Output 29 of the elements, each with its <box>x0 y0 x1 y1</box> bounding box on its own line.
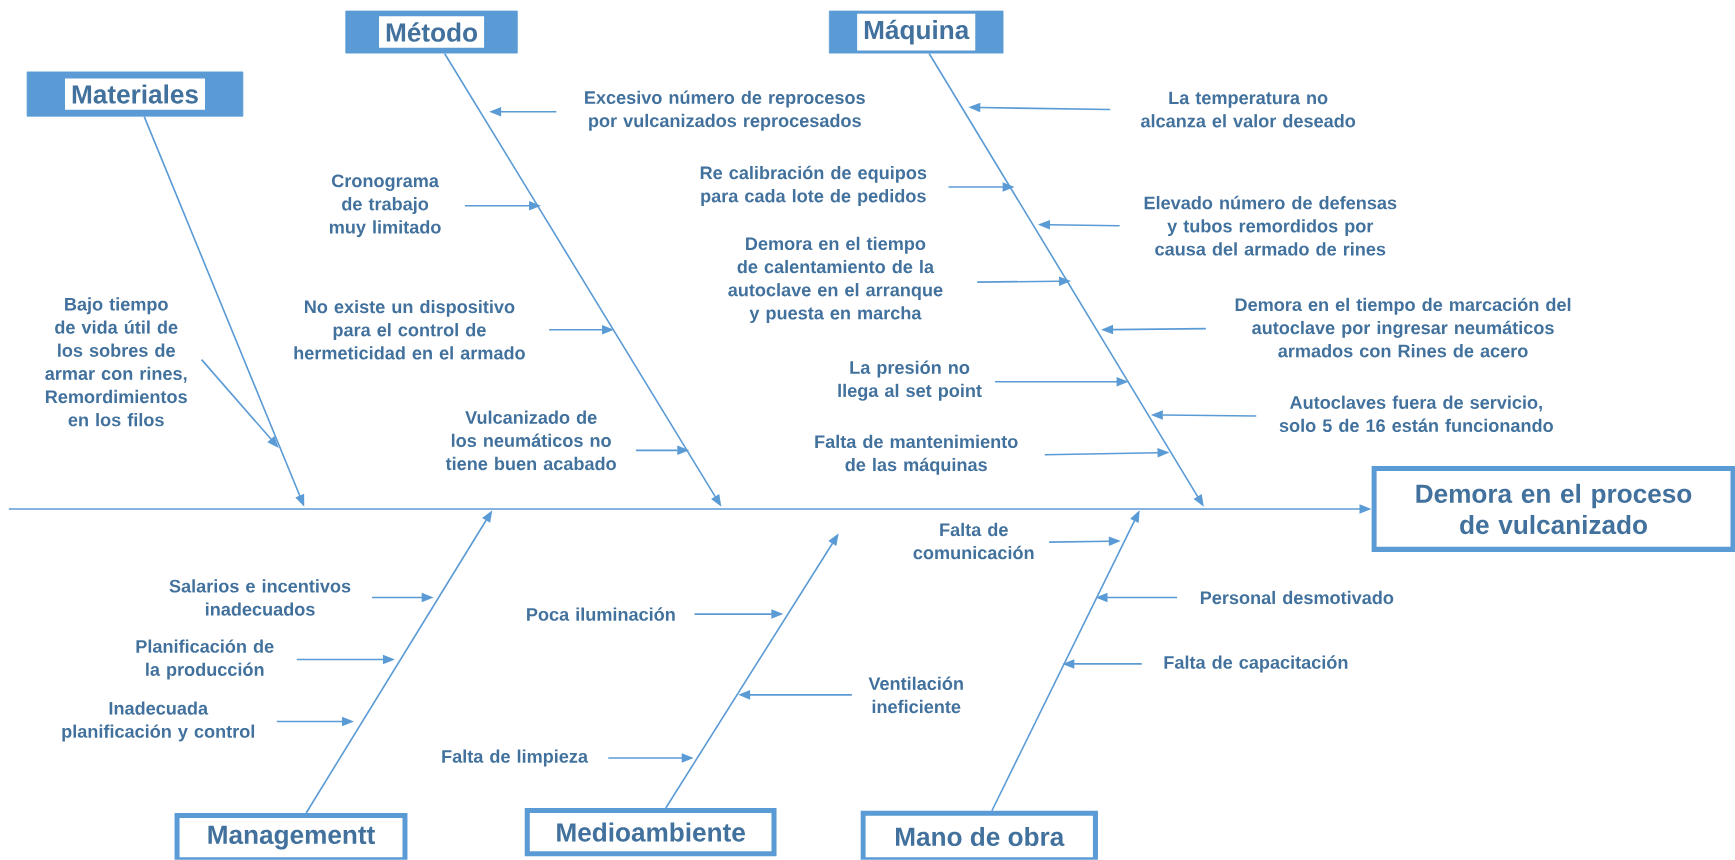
cause-text: Elevado número de defensas y tubos remordidos por causa del armado de rines <box>1144 196 1397 256</box>
category-box: Medioambiente <box>524 808 777 857</box>
cause-text: Re calibración de equipos para cada lote de pedidos <box>700 165 927 207</box>
cause-text: Falta de comunicación <box>913 523 1034 560</box>
cause-text: La presión no llega al set point <box>838 360 982 401</box>
category-box: Método <box>345 10 518 54</box>
cause-text: Falta de mantenimiento de las máquinas <box>815 434 1018 475</box>
category-box: Mano de obra <box>860 810 1098 860</box>
cause-text: Planificación de la producción <box>136 639 274 680</box>
category-box: Máquina <box>828 10 1004 54</box>
effect-box: Demora en el proceso de vulcanizado <box>1371 466 1735 552</box>
cause-text: Personal desmotivado <box>1200 591 1394 605</box>
cause-text: Bajo tiempo de vida útil de los sobres de armar con rines, Remordimientos en los filos <box>45 297 187 427</box>
cause-text: Excesivo número de reprocesos por vulcanizados reprocesados <box>585 90 865 131</box>
cause-text: Inadecuada planificación y control <box>62 701 255 742</box>
cause-text: Ventilación ineficiente <box>868 676 963 714</box>
category-box: Managementt <box>174 813 408 860</box>
cause-text: Demora en el tiempo de marcación del autoclave por ingresar neumáticos armados con Rines de acero <box>1235 297 1571 358</box>
cause-text: Demora en el tiempo de calentamiento de la autoclave en el arranque y puesta en marcha <box>728 236 943 324</box>
cause-text: Autoclaves fuera de servicio, solo 5 de 16 están funcionando <box>1279 395 1553 433</box>
cause-text: Vulcanizado de los neumáticos no tiene buen acabado <box>445 410 616 471</box>
category-box: Materiales <box>26 71 244 117</box>
cause-text: No existe un dispositivo para el control de hermeticidad en el armado <box>294 300 525 360</box>
cause-text: Salarios e incentivos inadecuados <box>169 579 351 616</box>
cause-text: La temperatura no alcanza el valor deseado <box>1141 91 1356 128</box>
cause-text: Falta de capacitación <box>1164 655 1348 673</box>
cause-text: Cronograma de trabajo muy limitado <box>329 174 441 238</box>
cause-text: Poca iluminación <box>527 607 675 621</box>
cause-text: Falta de limpieza <box>442 749 589 767</box>
